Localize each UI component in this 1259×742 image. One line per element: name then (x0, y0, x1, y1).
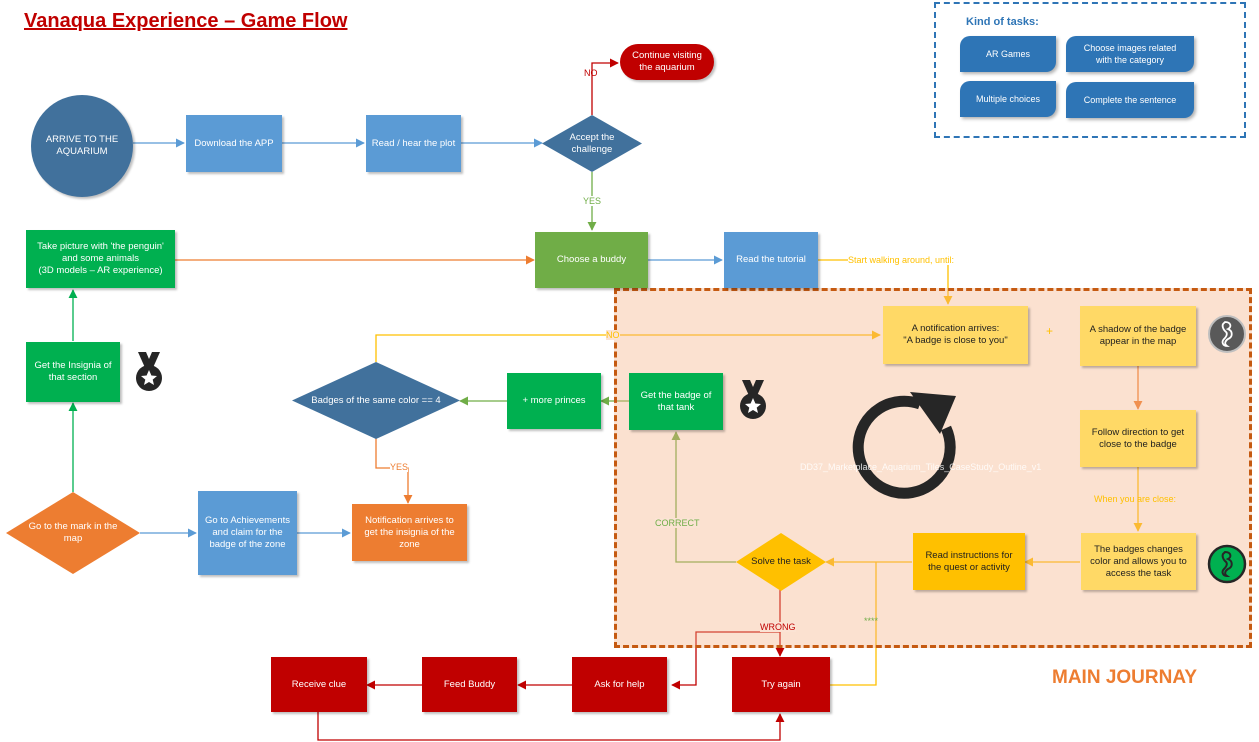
label-correct: CORRECT (655, 518, 700, 528)
seahorse-icon (1207, 544, 1247, 584)
node-get-insignia: Get the Insignia of that section (26, 342, 120, 402)
label-no-top: NO (584, 68, 598, 78)
node-take-picture: Take picture with 'the penguin' and some… (26, 230, 175, 288)
node-notification-insignia: Notification arrives to get the insignia… (352, 504, 467, 561)
label-no-mid: NO (606, 330, 620, 340)
node-feed-buddy: Feed Buddy (422, 657, 517, 712)
node-try-again: Try again (732, 657, 830, 712)
seahorse-icon (1208, 315, 1246, 353)
task-multiple-choices: Multiple choices (960, 81, 1056, 117)
label-stars: **** (864, 616, 879, 626)
label-plus: + (1046, 324, 1054, 338)
node-ask-help: Ask for help (572, 657, 667, 712)
node-read-tutorial: Read the tutorial (724, 232, 818, 288)
refresh-icon (852, 392, 956, 499)
legend-box: Kind of tasks: AR Games Choose images re… (934, 2, 1246, 138)
node-follow-direction: Follow direction to get close to the bad… (1080, 410, 1196, 467)
node-more-princes: + more princes (507, 373, 601, 429)
node-continue-visiting: Continue visiting the aquarium (620, 44, 714, 80)
medal-icon (136, 352, 162, 391)
task-ar-games: AR Games (960, 36, 1056, 72)
label-yes-top: YES (583, 196, 602, 206)
legend-title: Kind of tasks: (966, 16, 1039, 28)
node-notification: A notification arrives: "A badge is clos… (883, 306, 1028, 364)
node-read-plot: Read / hear the plot (366, 115, 461, 172)
label-yes-mid: YES (390, 462, 409, 472)
task-complete-sentence: Complete the sentence (1066, 82, 1194, 118)
label-wrong: WRONG (760, 622, 796, 632)
label-when-close: When you are close: (1094, 494, 1177, 504)
node-choose-buddy: Choose a buddy (535, 232, 648, 288)
node-go-achievements: Go to Achievements and claim for the bad… (198, 491, 297, 575)
node-get-badge: Get the badge of that tank (629, 373, 723, 430)
medal-icon (740, 380, 766, 419)
main-journey-title: MAIN JOURNAY (1052, 667, 1197, 688)
node-shadow-badge: A shadow of the badge appear in the map (1080, 306, 1196, 366)
node-download-app: Download the APP (186, 115, 282, 172)
task-choose-images: Choose images related with the category (1066, 36, 1194, 72)
label-start-walking: Start walking around, until: (848, 255, 955, 265)
node-read-instructions: Read instructions for the quest or activ… (913, 533, 1025, 590)
page-title: Vanaqua Experience – Game Flow (24, 10, 348, 32)
node-badge-changes: The badges changes color and allows you … (1081, 533, 1196, 590)
watermark: DD37_Marketplace_Aquarium_Tiles_CaseStud… (800, 462, 1042, 472)
node-arrive: ARRIVE TO THE AQUARIUM (31, 95, 133, 197)
node-receive-clue: Receive clue (271, 657, 367, 712)
